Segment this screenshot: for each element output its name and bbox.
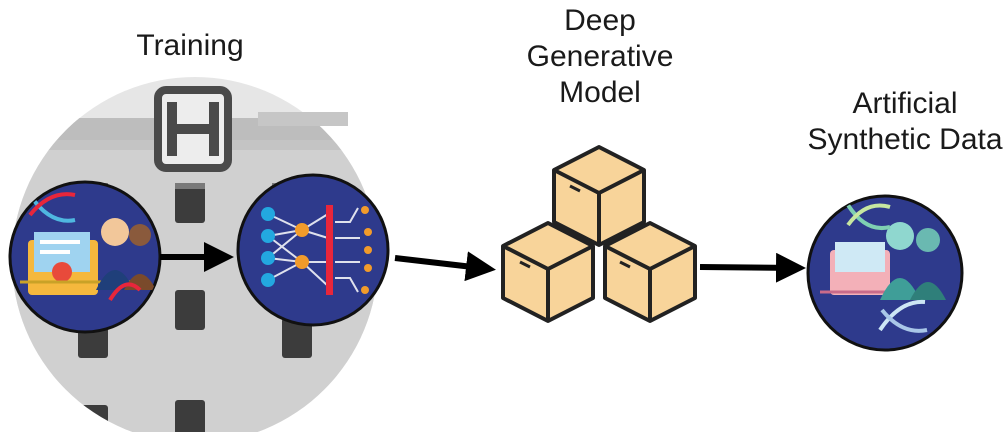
model-label-line-3: Model bbox=[559, 76, 641, 109]
patient-data-icon bbox=[8, 180, 162, 334]
synthetic-data-icon bbox=[806, 194, 964, 352]
training-text: Training bbox=[136, 29, 244, 62]
model-label-line-2: Generative bbox=[526, 40, 674, 73]
output-label-line-2: Synthetic Data bbox=[807, 123, 1003, 156]
cubes-icon bbox=[501, 145, 697, 323]
model-label-line-1: Deep bbox=[564, 4, 636, 37]
output-label-line-1: Artificial bbox=[852, 87, 958, 120]
neural-network-icon bbox=[236, 173, 390, 327]
label-deep-generative-model: Deep Generative Model bbox=[480, 3, 720, 111]
label-artificial-synthetic-data: Artificial Synthetic Data bbox=[805, 86, 1005, 158]
arrow-model-to-synthetic bbox=[699, 252, 806, 283]
arrow-network-to-model bbox=[394, 251, 496, 282]
label-training: Training bbox=[90, 28, 290, 64]
